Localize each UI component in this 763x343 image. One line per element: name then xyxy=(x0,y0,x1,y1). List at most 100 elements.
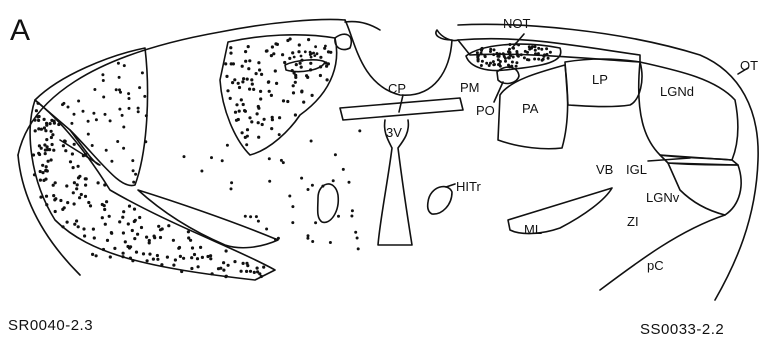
panel-letter: A xyxy=(10,14,30,47)
stipple-dot xyxy=(206,255,209,258)
label-lgnv: LGNv xyxy=(646,190,680,205)
stipple-dot xyxy=(516,54,519,57)
stipple-dot xyxy=(32,153,35,156)
stipple-dot xyxy=(45,203,48,206)
stipple-dot xyxy=(267,81,270,84)
stipple-dot xyxy=(265,50,268,53)
stipple-dot xyxy=(44,178,47,181)
stipple-dot xyxy=(224,62,227,65)
stipple-dot xyxy=(262,266,265,269)
stipple-dot xyxy=(50,130,53,133)
stipple-dot xyxy=(259,97,262,100)
stipple-dot xyxy=(118,76,121,79)
stipple-dot xyxy=(286,100,289,103)
stipple-dot xyxy=(260,73,263,76)
stipple-dot xyxy=(52,184,55,187)
stipple-dot xyxy=(62,144,65,147)
stipple-dot xyxy=(109,255,112,258)
stipple-dot xyxy=(233,260,236,263)
label-pm: PM xyxy=(460,80,480,95)
stipple-dot xyxy=(131,229,134,232)
stipple-dot xyxy=(305,74,308,77)
stipple-dot xyxy=(302,101,305,104)
stipple-dot xyxy=(531,45,534,48)
stipple-dot xyxy=(480,52,483,55)
stipple-dot xyxy=(132,181,135,184)
stipple-dot xyxy=(498,55,501,58)
stipple-dot xyxy=(159,236,162,239)
stipple-dot xyxy=(50,158,53,161)
label-3v: 3V xyxy=(386,125,402,140)
stipple-dot xyxy=(53,122,56,125)
stipple-dot xyxy=(235,103,238,106)
stipple-dot xyxy=(109,119,112,122)
stipple-dot xyxy=(508,48,511,51)
stipple-dot xyxy=(540,48,543,51)
stipple-dot xyxy=(271,116,274,119)
stipple-dot xyxy=(549,51,552,54)
stipple-dot xyxy=(95,254,98,257)
stipple-dot xyxy=(489,62,492,65)
stipple-dot xyxy=(148,253,151,256)
stipple-dot xyxy=(102,79,105,82)
stipple-dot xyxy=(278,116,281,119)
stipple-dot xyxy=(65,184,68,187)
stipple-dot xyxy=(251,83,254,86)
stipple-dot xyxy=(50,136,53,139)
stipple-dot xyxy=(291,205,294,208)
stipple-dot xyxy=(235,119,238,122)
stipple-dot xyxy=(291,69,294,72)
stipple-dot xyxy=(481,47,484,50)
stipple-dot xyxy=(350,215,353,218)
stipple-dot xyxy=(37,119,40,122)
stipple-dot xyxy=(153,235,156,238)
stipple-dot xyxy=(50,119,53,122)
stipple-dot xyxy=(145,236,148,239)
stipple-dot xyxy=(148,241,151,244)
stipple-dot xyxy=(533,58,536,61)
stipple-dot xyxy=(477,58,480,61)
stipple-dot xyxy=(268,180,271,183)
stipple-dot xyxy=(240,270,243,273)
stipple-dot xyxy=(311,184,314,187)
label-not: NOT xyxy=(503,16,531,31)
stipple-dot xyxy=(143,95,146,98)
stipple-dot xyxy=(259,90,262,93)
stipple-dot xyxy=(144,140,147,143)
label-hitr: HITr xyxy=(456,179,481,194)
stipple-dot xyxy=(44,149,47,152)
stipple-dot xyxy=(110,231,113,234)
stipple-dot xyxy=(73,202,76,205)
stipple-dot xyxy=(180,270,183,273)
label-lgnd: LGNd xyxy=(660,84,694,99)
stipple-dot xyxy=(295,63,298,66)
stipple-dot xyxy=(230,187,233,190)
stipple-dot xyxy=(515,65,518,68)
stipple-dot xyxy=(252,88,255,91)
stipple-dot xyxy=(59,199,62,202)
stipple-dot xyxy=(230,181,233,184)
hitr-pointer xyxy=(446,184,455,187)
stipple-dot xyxy=(106,239,109,242)
stipple-dot xyxy=(226,89,229,92)
stipple-dot xyxy=(260,275,263,278)
stipple-dot xyxy=(291,51,294,54)
stipple-dot xyxy=(221,159,224,162)
stipple-dot xyxy=(300,55,303,58)
stipple-dot xyxy=(77,165,80,168)
stipple-dot xyxy=(71,152,74,155)
stipple-dot xyxy=(311,94,314,97)
stipple-dot xyxy=(224,275,227,278)
stipple-dot xyxy=(75,187,78,190)
stipple-dot xyxy=(92,228,95,231)
stipple-dot xyxy=(209,257,212,260)
stipple-dot xyxy=(70,122,73,125)
stipple-dot xyxy=(237,82,240,85)
stipple-dot xyxy=(351,209,354,212)
stipple-dot xyxy=(222,269,225,272)
stipple-dot xyxy=(191,246,194,249)
label-ml: ML xyxy=(524,222,542,237)
stipple-dot xyxy=(249,270,252,273)
stipple-dot xyxy=(123,64,126,67)
stipple-dot xyxy=(48,148,51,151)
